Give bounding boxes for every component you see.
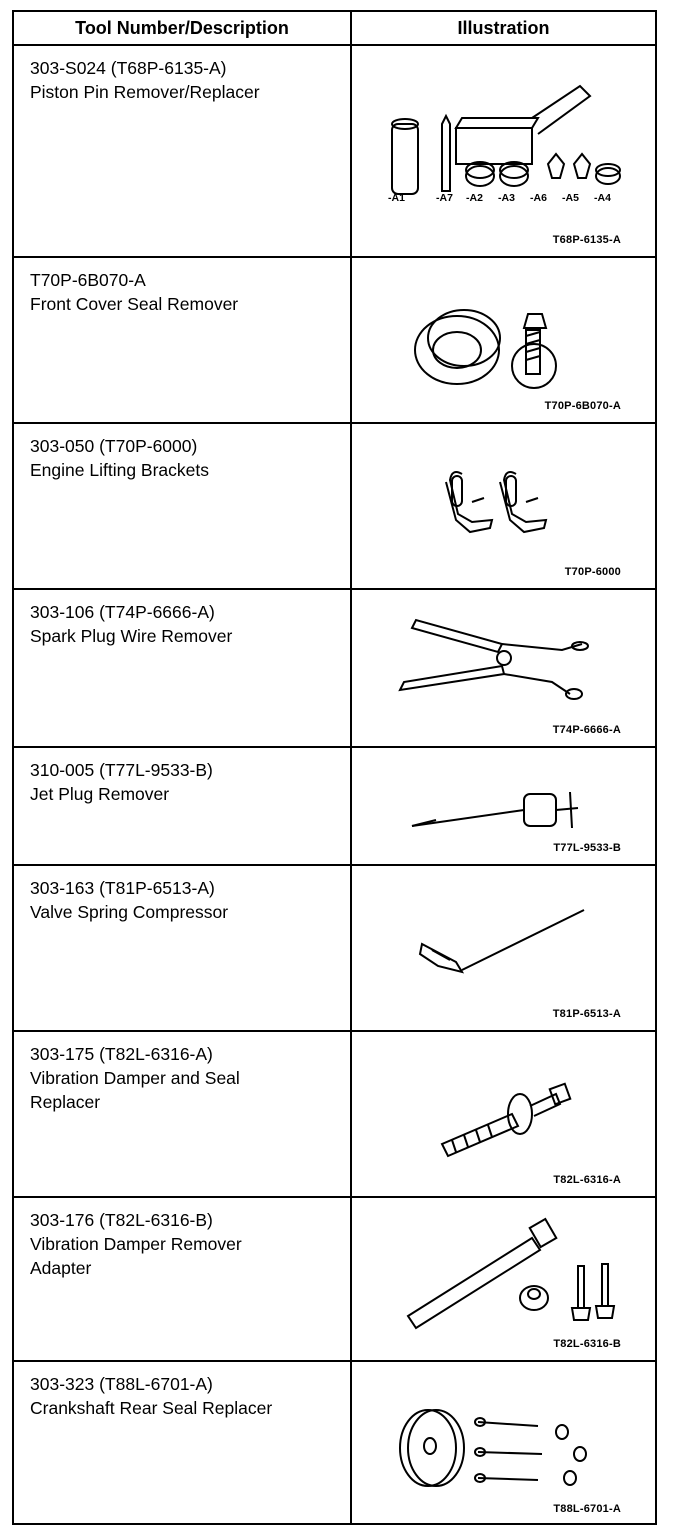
table-row: 303-175 (T82L-6316-A) Vibration Damper a… — [14, 1032, 655, 1198]
illustration-code: T77L-9533-B — [553, 842, 621, 854]
tool-description: Engine Lifting Brackets — [30, 460, 209, 480]
tool-number: 303-323 (T88L-6701-A) — [30, 1374, 213, 1394]
lifting-brackets-icon — [445, 471, 548, 534]
illustration-cell: T77L-9533-B — [352, 748, 655, 864]
illustration-code: T81P-6513-A — [552, 1008, 621, 1020]
tool-description: Valve Spring Compressor — [30, 902, 229, 922]
tool-number: 303-050 (T70P-6000) — [30, 436, 198, 456]
tool-table: Tool Number/Description Illustration 303… — [12, 10, 657, 1525]
plug-wire-remover-icon — [398, 618, 589, 700]
table-row: 303-176 (T82L-6316-B) Vibration Damper R… — [14, 1198, 655, 1362]
description-cell: 303-050 (T70P-6000) Engine Lifting Brack… — [14, 424, 352, 588]
illustration-code: T82L-6316-A — [553, 1174, 621, 1186]
part-label: -A4 — [594, 192, 611, 204]
illustration-code: T70P-6B070-A — [544, 400, 621, 412]
piston-pin-tool-icon — [391, 84, 621, 195]
illustration-cell: T70P-6000 — [352, 424, 655, 588]
part-label: -A6 — [530, 192, 547, 204]
description-cell: 303-106 (T74P-6666-A) Spark Plug Wire Re… — [14, 590, 352, 746]
part-label: -A1 — [388, 192, 405, 204]
illustration-cell: T82L-6316-B — [352, 1198, 655, 1360]
description-cell: T70P-6B070-A Front Cover Seal Remover — [14, 258, 352, 422]
tool-number: 303-S024 (T68P-6135-A) — [30, 58, 227, 78]
tool-number: 303-175 (T82L-6316-A) — [30, 1044, 213, 1064]
tool-number: 303-163 (T81P-6513-A) — [30, 878, 215, 898]
illustration-cell: T74P-6666-A — [352, 590, 655, 746]
illustration-code: T68P-6135-A — [552, 234, 621, 246]
table-row: 303-050 (T70P-6000) Engine Lifting Brack… — [14, 424, 655, 590]
damper-seal-replacer-icon — [440, 1082, 572, 1158]
tool-description: Jet Plug Remover — [30, 784, 170, 804]
tool-description: Spark Plug Wire Remover — [30, 626, 233, 646]
part-label: -A5 — [562, 192, 579, 204]
table-row: 303-S024 (T68P-6135-A) Piston Pin Remove… — [14, 46, 655, 258]
illustration-cell: T81P-6513-A — [352, 866, 655, 1030]
description-cell: 303-S024 (T68P-6135-A) Piston Pin Remove… — [14, 46, 352, 256]
illustration-code: T74P-6666-A — [552, 724, 621, 736]
description-cell: 303-175 (T82L-6316-A) Vibration Damper a… — [14, 1032, 352, 1196]
header-illustration: Illustration — [457, 18, 550, 38]
description-cell: 310-005 (T77L-9533-B) Jet Plug Remover — [14, 748, 352, 864]
illustration-code: T82L-6316-B — [553, 1338, 621, 1350]
description-cell: 303-323 (T88L-6701-A) Crankshaft Rear Se… — [14, 1362, 352, 1525]
part-label: -A2 — [466, 192, 483, 204]
illustration-code: T70P-6000 — [564, 566, 621, 578]
tool-number: 310-005 (T77L-9533-B) — [30, 760, 213, 780]
description-cell: 303-176 (T82L-6316-B) Vibration Damper R… — [14, 1198, 352, 1360]
illustration-cell: -A1 -A7 -A2 -A3 -A6 -A5 -A4 T68P-6135-A — [352, 46, 655, 256]
table-header: Tool Number/Description Illustration — [14, 12, 655, 46]
damper-remover-adapter-icon — [406, 1217, 616, 1330]
tool-description: Crankshaft Rear Seal Replacer — [30, 1398, 273, 1418]
tool-description: Vibration Damper Remover Adapter — [30, 1234, 242, 1278]
tool-number: T70P-6B070-A — [30, 270, 146, 290]
jet-plug-remover-icon — [411, 791, 579, 829]
tool-number: 303-176 (T82L-6316-B) — [30, 1210, 213, 1230]
illustration-cell: T82L-6316-A — [352, 1032, 655, 1196]
illustration-cell: T88L-6701-A — [352, 1362, 655, 1525]
table-row: 303-106 (T74P-6666-A) Spark Plug Wire Re… — [14, 590, 655, 748]
tool-description: Vibration Damper and Seal Replacer — [30, 1068, 240, 1112]
illustration-code: T88L-6701-A — [553, 1503, 621, 1515]
rear-seal-replacer-icon — [399, 1409, 587, 1487]
table-row: 303-163 (T81P-6513-A) Valve Spring Compr… — [14, 866, 655, 1032]
table-row: 310-005 (T77L-9533-B) Jet Plug Remover T… — [14, 748, 655, 866]
tool-number: 303-106 (T74P-6666-A) — [30, 602, 215, 622]
tool-description: Piston Pin Remover/Replacer — [30, 82, 260, 102]
part-label: -A7 — [436, 192, 453, 204]
header-tool-number: Tool Number/Description — [14, 12, 352, 44]
illustration-cell: T70P-6B070-A — [352, 258, 655, 422]
tool-description: Front Cover Seal Remover — [30, 294, 239, 314]
table-row: T70P-6B070-A Front Cover Seal Remover T7… — [14, 258, 655, 424]
part-label: -A3 — [498, 192, 515, 204]
table-row: 303-323 (T88L-6701-A) Crankshaft Rear Se… — [14, 1362, 655, 1525]
valve-spring-compressor-icon — [418, 909, 585, 974]
description-cell: 303-163 (T81P-6513-A) Valve Spring Compr… — [14, 866, 352, 1030]
seal-remover-icon — [414, 309, 557, 389]
